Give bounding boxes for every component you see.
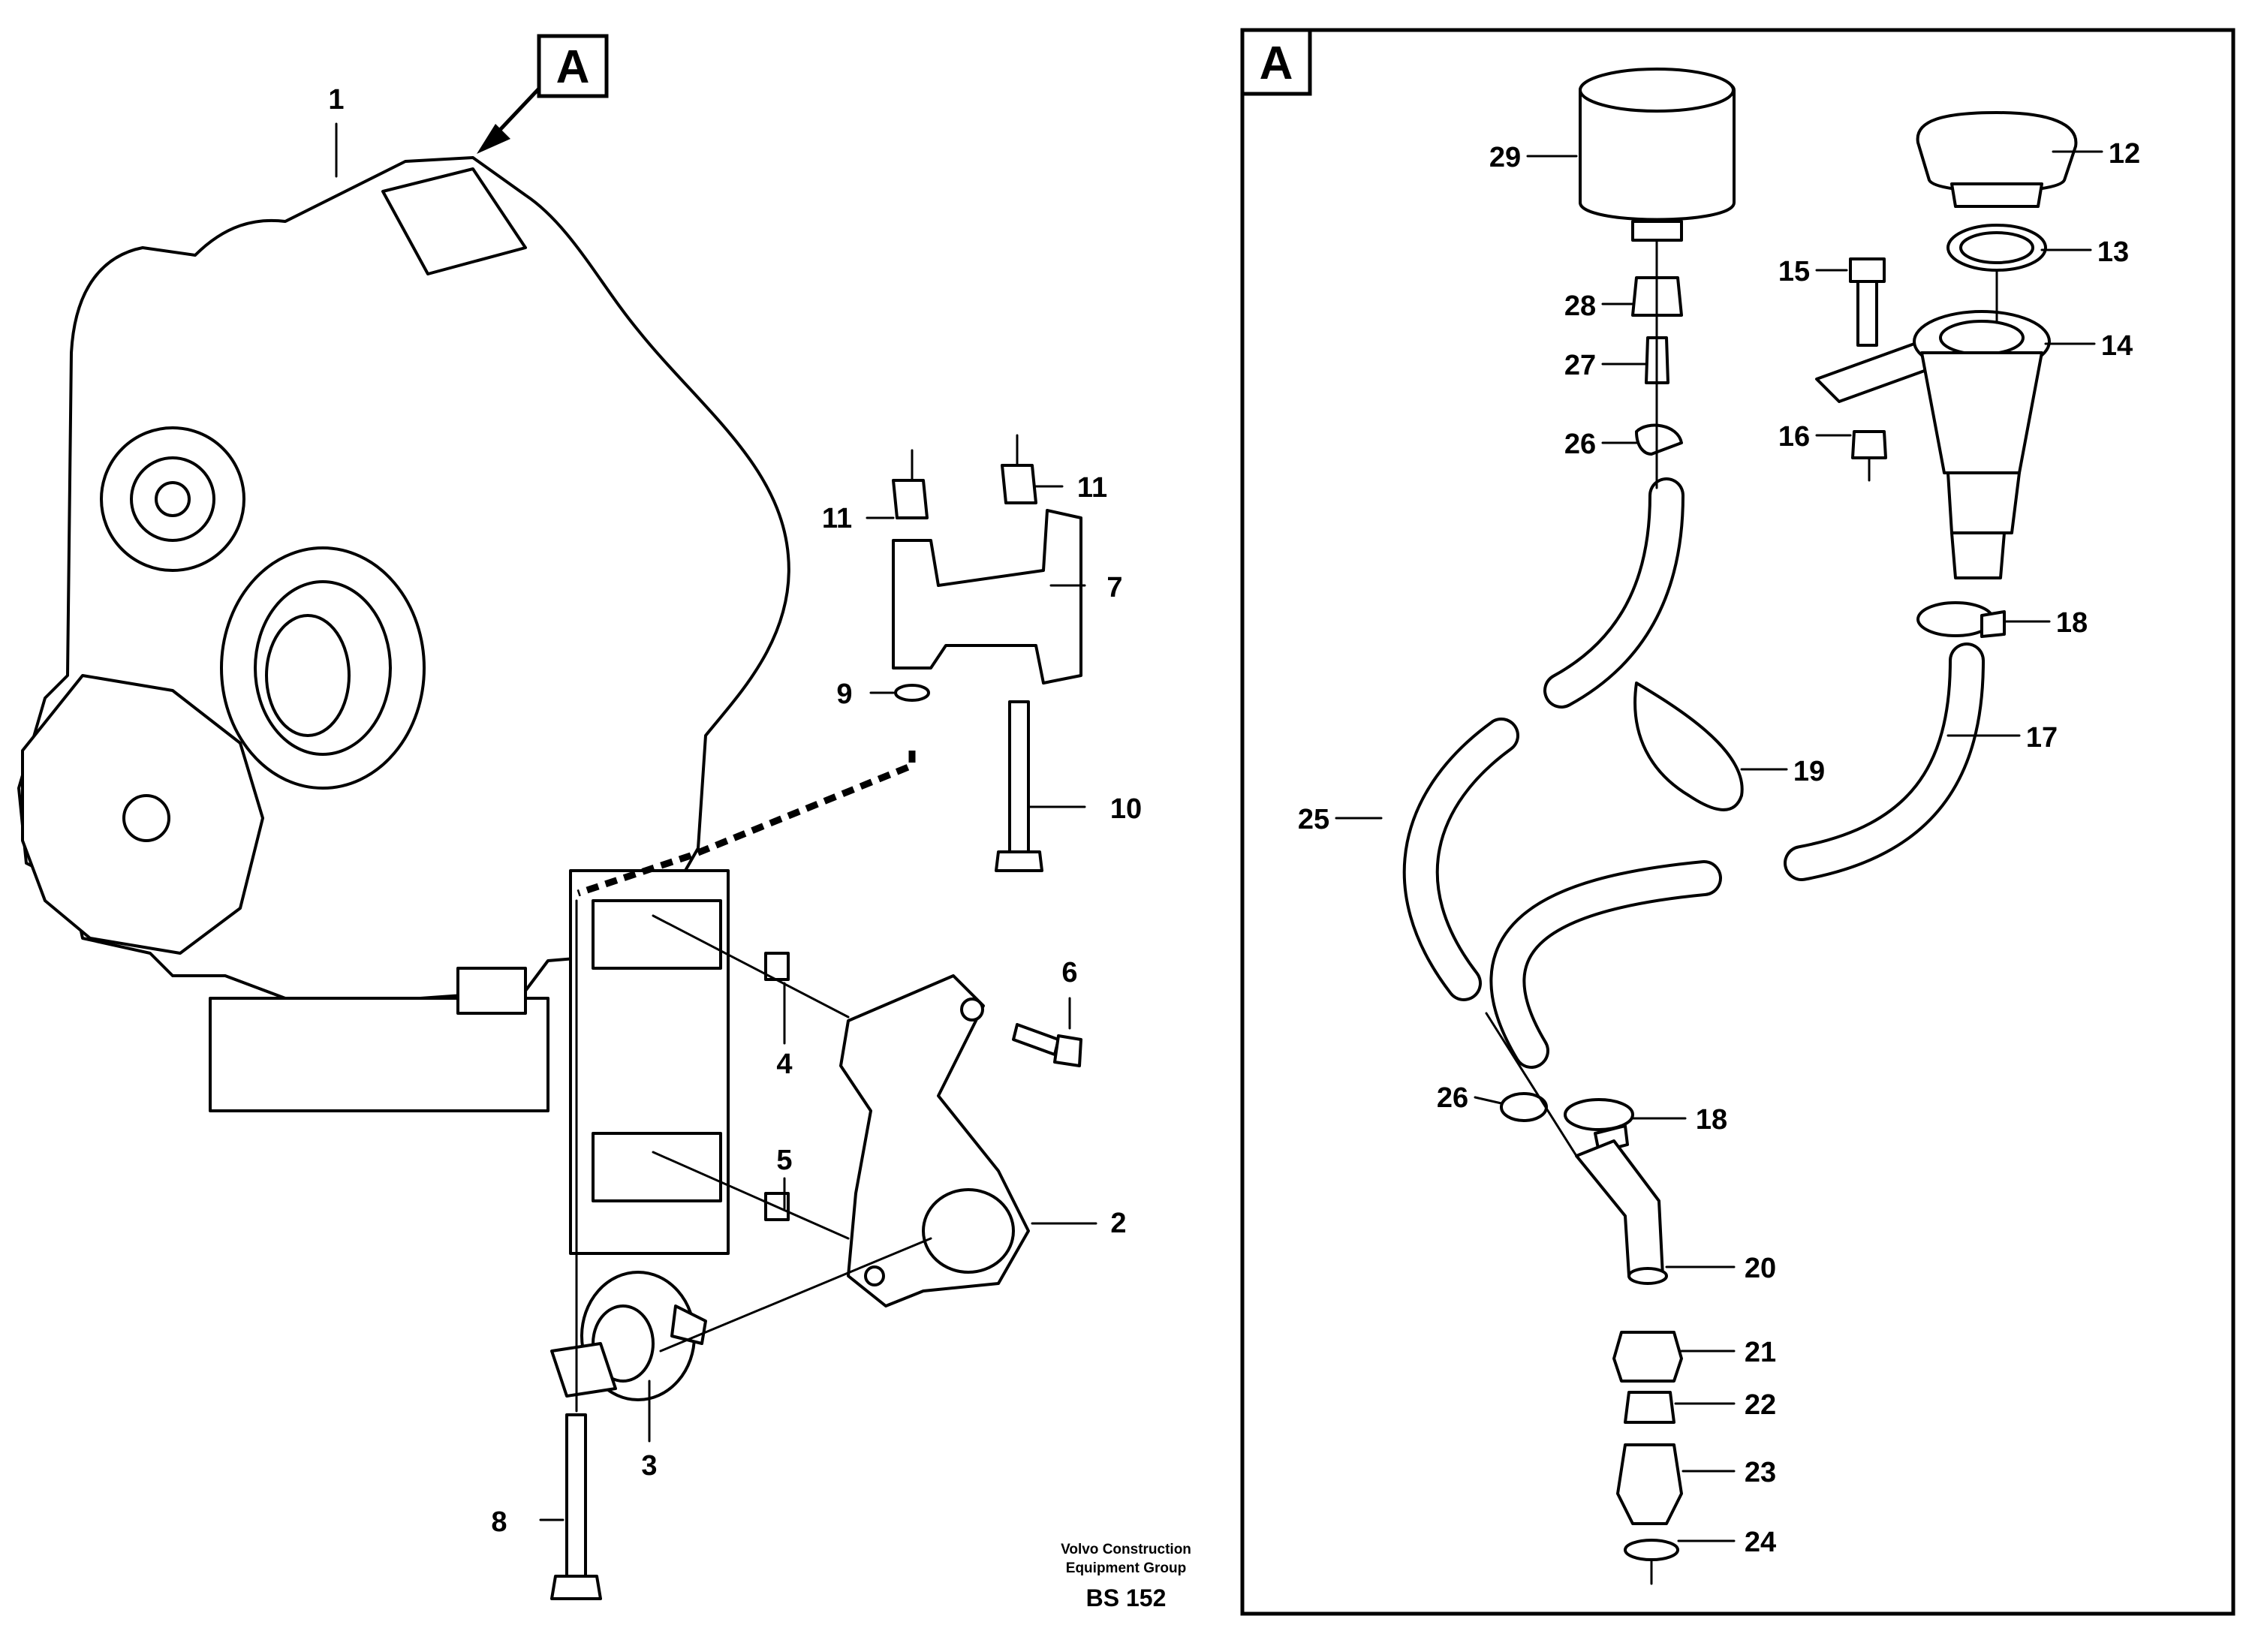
assembly-axis-lines — [1485, 239, 1998, 1157]
bolt-15 — [1849, 257, 1886, 347]
publisher-credit: Volvo Construction Equipment Group BS 15… — [1061, 1542, 1191, 1611]
callout-23: 23 — [1745, 1457, 1776, 1488]
callout-25: 25 — [1298, 804, 1329, 835]
callout-18-top: 18 — [2056, 607, 2088, 639]
cable-tie — [1633, 682, 1744, 811]
clamp-26-top — [1635, 423, 1683, 456]
callout-19: 19 — [1793, 756, 1825, 787]
callouts-right: 29 12 13 14 15 16 28 27 26 18 17 19 25 2… — [1298, 138, 2140, 1558]
bolt-6 — [1012, 1023, 1082, 1067]
credit-line-2: Equipment Group — [1066, 1560, 1186, 1576]
callout-7: 7 — [1106, 572, 1122, 603]
callout-15: 15 — [1778, 256, 1810, 287]
adapter-23 — [1616, 1443, 1683, 1525]
callout-18-bottom: 18 — [1696, 1104, 1727, 1136]
view-marker-label: A — [1260, 38, 1293, 89]
callout-26-top: 26 — [1564, 429, 1596, 460]
filler-cap — [1916, 111, 2078, 208]
callout-14: 14 — [2101, 330, 2133, 362]
callout-24: 24 — [1745, 1527, 1776, 1558]
callout-3: 3 — [641, 1450, 657, 1482]
callout-10: 10 — [1110, 793, 1142, 825]
callout-2: 2 — [1110, 1208, 1126, 1239]
credit-line-1: Volvo Construction — [1061, 1542, 1191, 1557]
callout-26-bottom: 26 — [1437, 1082, 1468, 1114]
callout-13: 13 — [2097, 236, 2129, 268]
rubber-bushing — [550, 1271, 707, 1401]
drawing-code: BS 152 — [1086, 1584, 1167, 1611]
callout-4: 4 — [776, 1049, 792, 1080]
ring-22 — [1624, 1391, 1675, 1424]
callout-11-left: 11 — [822, 503, 852, 534]
clamp-18-top — [1916, 601, 2006, 638]
view-marker-a-right: A — [1240, 28, 1312, 96]
callout-27: 27 — [1564, 350, 1596, 381]
support-bracket-7 — [892, 434, 1082, 872]
breather-filter — [1579, 68, 1736, 242]
mounting-bracket — [839, 974, 1030, 1307]
elbow-20 — [1575, 1139, 1668, 1285]
callout-28: 28 — [1564, 290, 1596, 322]
callouts-left: 1 2 3 4 5 6 7 8 9 10 11 11 — [328, 84, 1142, 1538]
washer-24 — [1624, 1539, 1679, 1585]
callout-8: 8 — [491, 1506, 507, 1538]
callout-5: 5 — [776, 1145, 792, 1176]
leader-lines-right — [1335, 150, 2103, 1542]
view-marker-label: A — [556, 41, 590, 93]
callout-6: 6 — [1061, 957, 1077, 988]
hose-17 — [1489, 642, 1985, 1069]
callout-12: 12 — [2109, 138, 2140, 170]
callout-21: 21 — [1745, 1337, 1776, 1368]
hose-25 — [1402, 477, 1685, 1001]
callout-16: 16 — [1778, 421, 1810, 453]
callout-17: 17 — [2026, 722, 2058, 754]
leader-lines-left — [335, 122, 1097, 1521]
callout-29: 29 — [1489, 142, 1521, 173]
bolt-8 — [550, 899, 602, 1600]
clamp-18-bottom — [1564, 1098, 1634, 1154]
transmission-housing — [17, 156, 916, 1255]
callout-1: 1 — [328, 84, 344, 116]
detail-a-frame — [1240, 28, 2235, 1616]
view-marker-a-left: A — [477, 34, 609, 154]
nut-21 — [1612, 1331, 1683, 1383]
callout-11-right: 11 — [1077, 472, 1107, 504]
gasket — [1946, 224, 2047, 272]
callout-9: 9 — [836, 679, 852, 710]
callout-20: 20 — [1745, 1253, 1776, 1284]
callout-22: 22 — [1745, 1389, 1776, 1421]
dowel-pins — [652, 914, 932, 1353]
filler-tube-bracket — [1815, 310, 2051, 579]
nut-16 — [1851, 430, 1887, 482]
